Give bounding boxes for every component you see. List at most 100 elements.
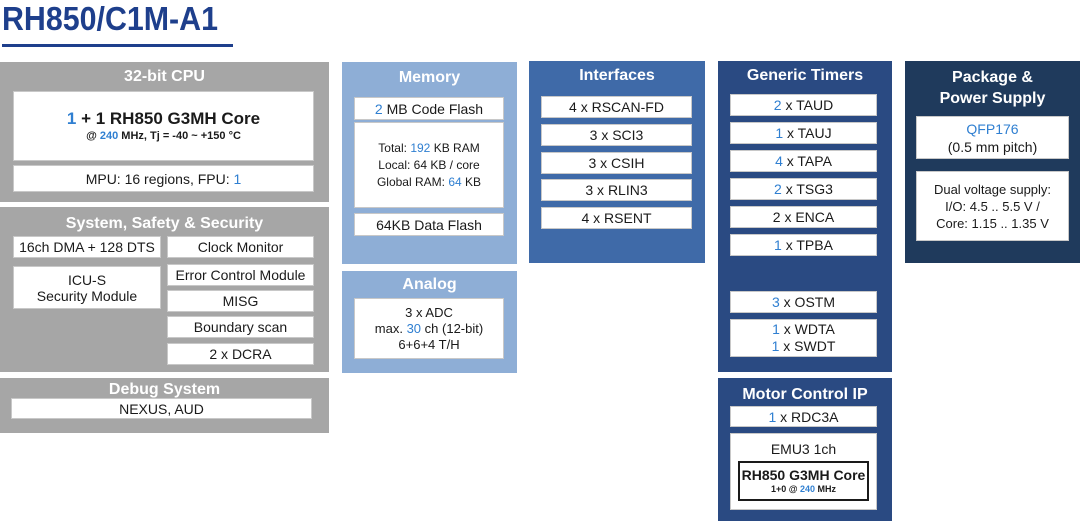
motor-core-sub-prefix: 1+0 @ (770, 484, 798, 494)
analog-max-value: 30 (406, 320, 422, 336)
timer-count: 2 (772, 209, 781, 225)
motor-core-sub-value: 240 (800, 484, 816, 494)
cpu-core-count: 1 (66, 109, 77, 128)
sss-ecm-box: Error Control Module (167, 264, 314, 286)
analog-heading: Analog (402, 276, 457, 293)
timer-item: 3 x OSTM (730, 291, 877, 313)
sss-icu-line1: ICU-S (67, 271, 107, 288)
sss-icu-box: ICU-S Security Module (13, 266, 161, 309)
interface-item: 3 x SCI3 (541, 124, 692, 146)
memory-heading: Memory (398, 69, 461, 86)
timer-label: x TSG3 (785, 181, 833, 197)
sss-dma-box: 16ch DMA + 128 DTS (13, 236, 161, 258)
cpu-panel: 32-bit CPU 1 + 1 RH850 G3MH Core @ 240 M… (0, 62, 329, 202)
memory-global-line: Global RAM: 64 KB (377, 174, 481, 191)
timer-item: 2 x TSG3 (730, 178, 877, 200)
motor-emu-box: EMU3 1ch RH850 G3MH Core 1+0 @ 240 MHz (730, 433, 877, 510)
analog-th: 6+6+4 T/H (398, 336, 460, 352)
timer-swdt-line: 1 x SWDT (772, 338, 836, 355)
cpu-core-line: 1 + 1 RH850 G3MH Core (67, 109, 260, 129)
package-heading-line2: Power Supply (939, 90, 1046, 107)
title-underline (2, 44, 233, 47)
memory-global-value: 64 (448, 174, 462, 189)
memory-code-flash-label: MB Code Flash (386, 100, 484, 117)
motor-heading: Motor Control IP (742, 386, 868, 403)
analog-max-line: max. 30 ch (12-bit) (375, 321, 483, 337)
cpu-mpu-box: MPU: 16 regions, FPU: 1 (13, 165, 314, 192)
cpu-freq-prefix: @ (86, 130, 97, 142)
interface-item: 3 x CSIH (541, 152, 692, 174)
memory-panel: Memory 2 MB Code Flash Total: 192 KB RAM… (342, 62, 517, 264)
cpu-fpu-value: 1 (233, 170, 242, 187)
timer-item: 1 x TAUJ (730, 122, 877, 144)
timer-label: x TAUD (785, 97, 834, 113)
package-pitch: (0.5 mm pitch) (947, 138, 1038, 155)
motor-core-sub: 1+0 @ 240 MHz (771, 483, 836, 495)
cpu-core-box: 1 + 1 RH850 G3MH Core @ 240 MHz, Tj = -4… (13, 91, 314, 161)
motor-panel: Motor Control IP 1 x RDC3A EMU3 1ch RH85… (718, 378, 892, 521)
memory-total-line: Total: 192 KB RAM (378, 140, 479, 157)
package-supply-line3: Core: 1.15 .. 1.35 V (936, 215, 1049, 231)
interface-item: 4 x RSENT (541, 207, 692, 229)
timer-label: x TPBA (785, 237, 833, 253)
analog-box: 3 x ADC max. 30 ch (12-bit) 6+6+4 T/H (354, 298, 504, 359)
motor-rdc-label: x RDC3A (780, 408, 839, 425)
timer-label: x SWDT (783, 338, 836, 354)
package-qfp: QFP176 (966, 120, 1019, 137)
package-panel: Package & Power Supply QFP176 (0.5 mm pi… (905, 61, 1080, 263)
memory-local-line: Local: 64 KB / core (378, 157, 480, 172)
motor-core-box: RH850 G3MH Core 1+0 @ 240 MHz (738, 461, 869, 501)
timers-heading: Generic Timers (746, 67, 864, 84)
memory-data-flash-box: 64KB Data Flash (354, 213, 504, 236)
memory-total-prefix: Total: (378, 140, 407, 155)
package-heading: Package & Power Supply (905, 67, 1080, 109)
package-supply-line1: Dual voltage supply: (933, 181, 1052, 197)
timer-count: 2 (774, 181, 782, 197)
timer-count: 1 (771, 338, 780, 354)
debug-panel: Debug System NEXUS, AUD (0, 378, 329, 433)
timer-label: x OSTM (783, 294, 836, 310)
timer-label: x WDTA (783, 321, 835, 337)
sss-heading: System, Safety & Security (65, 215, 264, 232)
timer-item: 2 x ENCA (730, 206, 877, 228)
timer-item: 1 x TPBA (730, 234, 877, 256)
memory-ram-box: Total: 192 KB RAM Local: 64 KB / core Gl… (354, 122, 504, 208)
package-qfp-box: QFP176 (0.5 mm pitch) (916, 116, 1069, 159)
memory-global-suffix: KB (465, 174, 482, 189)
analog-panel: Analog 3 x ADC max. 30 ch (12-bit) 6+6+4… (342, 271, 517, 373)
timer-count: 3 (771, 294, 780, 310)
timer-label: x TAPA (786, 153, 832, 169)
timer-count: 2 (773, 97, 782, 113)
cpu-mpu-label: MPU: 16 regions, FPU: (85, 170, 230, 187)
timers-panel: Generic Timers 2 x TAUD 1 x TAUJ 4 x TAP… (718, 61, 892, 372)
analog-max-suffix: ch (12-bit) (424, 320, 484, 336)
package-heading-line1: Package & (952, 69, 1033, 86)
cpu-freq-value: 240 (99, 130, 119, 142)
sss-dcra-box: 2 x DCRA (167, 343, 314, 365)
page-title: RH850/C1M-A1 (2, 0, 218, 37)
motor-emu-label: EMU3 1ch (770, 441, 837, 457)
cpu-freq-line: @ 240 MHz, Tj = -40 ~ +150 °C (86, 129, 241, 143)
memory-total-suffix: KB RAM (433, 140, 480, 155)
memory-total-value: 192 (410, 140, 431, 155)
sss-misg-box: MISG (167, 290, 314, 312)
sss-icu-line2: Security Module (36, 287, 138, 304)
interface-item: 4 x RSCAN-FD (541, 96, 692, 118)
timer-count: 4 (775, 153, 783, 169)
cpu-core-label: + 1 RH850 G3MH Core (81, 109, 261, 128)
sss-boundary-box: Boundary scan (167, 316, 314, 338)
memory-code-flash-box: 2 MB Code Flash (354, 97, 504, 120)
memory-code-flash-num: 2 (374, 100, 383, 117)
timer-label: x TAUJ (787, 125, 832, 141)
analog-adc: 3 x ADC (405, 304, 453, 320)
timer-item: 2 x TAUD (730, 94, 877, 116)
interfaces-panel: Interfaces 4 x RSCAN-FD 3 x SCI3 3 x CSI… (529, 61, 705, 263)
motor-rdc-count: 1 (768, 408, 777, 425)
timer-watchdog-box: 1 x WDTA 1 x SWDT (730, 319, 877, 357)
timer-label: x ENCA (784, 209, 835, 225)
analog-max-prefix: max. (374, 320, 403, 336)
timer-item: 4 x TAPA (730, 150, 877, 172)
timer-count: 1 (775, 125, 784, 141)
interfaces-heading: Interfaces (579, 67, 655, 84)
memory-global-prefix: Global RAM: (376, 174, 445, 189)
